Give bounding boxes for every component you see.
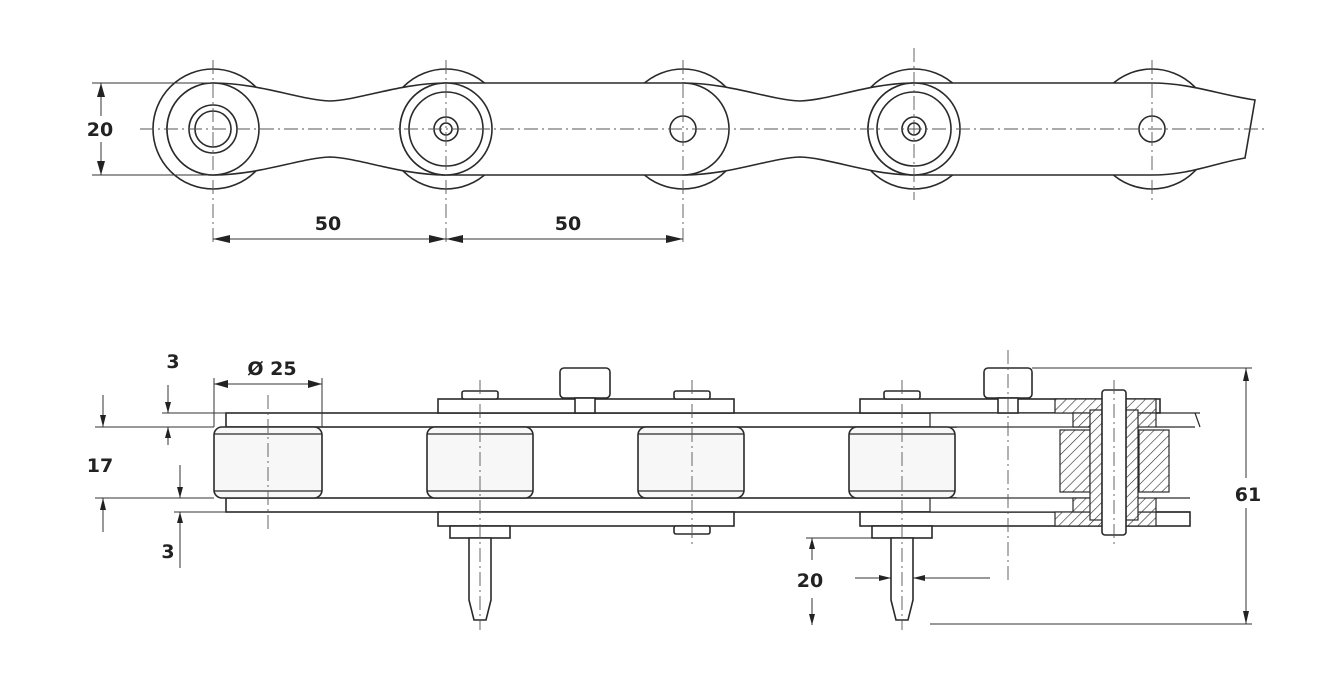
top-view-centerlines — [140, 48, 1265, 245]
total-height-label: 61 — [1235, 484, 1261, 506]
plate-thickness-top-label: 3 — [166, 351, 179, 373]
side-view-pin-heads — [461, 367, 1033, 535]
plate-thickness-bottom-label: 3 — [161, 541, 174, 563]
height-dimension-label: 20 — [87, 119, 113, 141]
inner-width-dimension: 17 — [87, 395, 214, 532]
inner-width-label: 17 — [87, 455, 113, 477]
roller-diameter-label: Ø 25 — [247, 358, 296, 380]
roller-diameter-dimension: Ø 25 — [213, 358, 323, 427]
side-view-rollers — [213, 426, 956, 499]
total-height-dimension: 61 — [930, 367, 1261, 625]
plate-thickness-bottom-dimension: 3 — [161, 465, 226, 568]
pin-projection-label: 20 — [797, 570, 823, 592]
pitch-dimension-1-label: 50 — [315, 213, 341, 235]
top-view-height-dimension: 20 — [87, 82, 213, 176]
side-view-extended-pins — [449, 525, 933, 621]
top-view: 20 50 50 — [87, 48, 1265, 245]
pin-projection-dimension: 20 — [797, 537, 990, 625]
side-view-section — [1054, 389, 1201, 536]
plate-thickness-top-dimension: 3 — [162, 351, 226, 445]
side-view-centerlines — [267, 350, 1115, 630]
side-view: 3 Ø 25 17 3 — [87, 350, 1261, 630]
top-view-pitch-dimensions: 50 50 — [213, 213, 683, 243]
pitch-dimension-2-label: 50 — [555, 213, 581, 235]
